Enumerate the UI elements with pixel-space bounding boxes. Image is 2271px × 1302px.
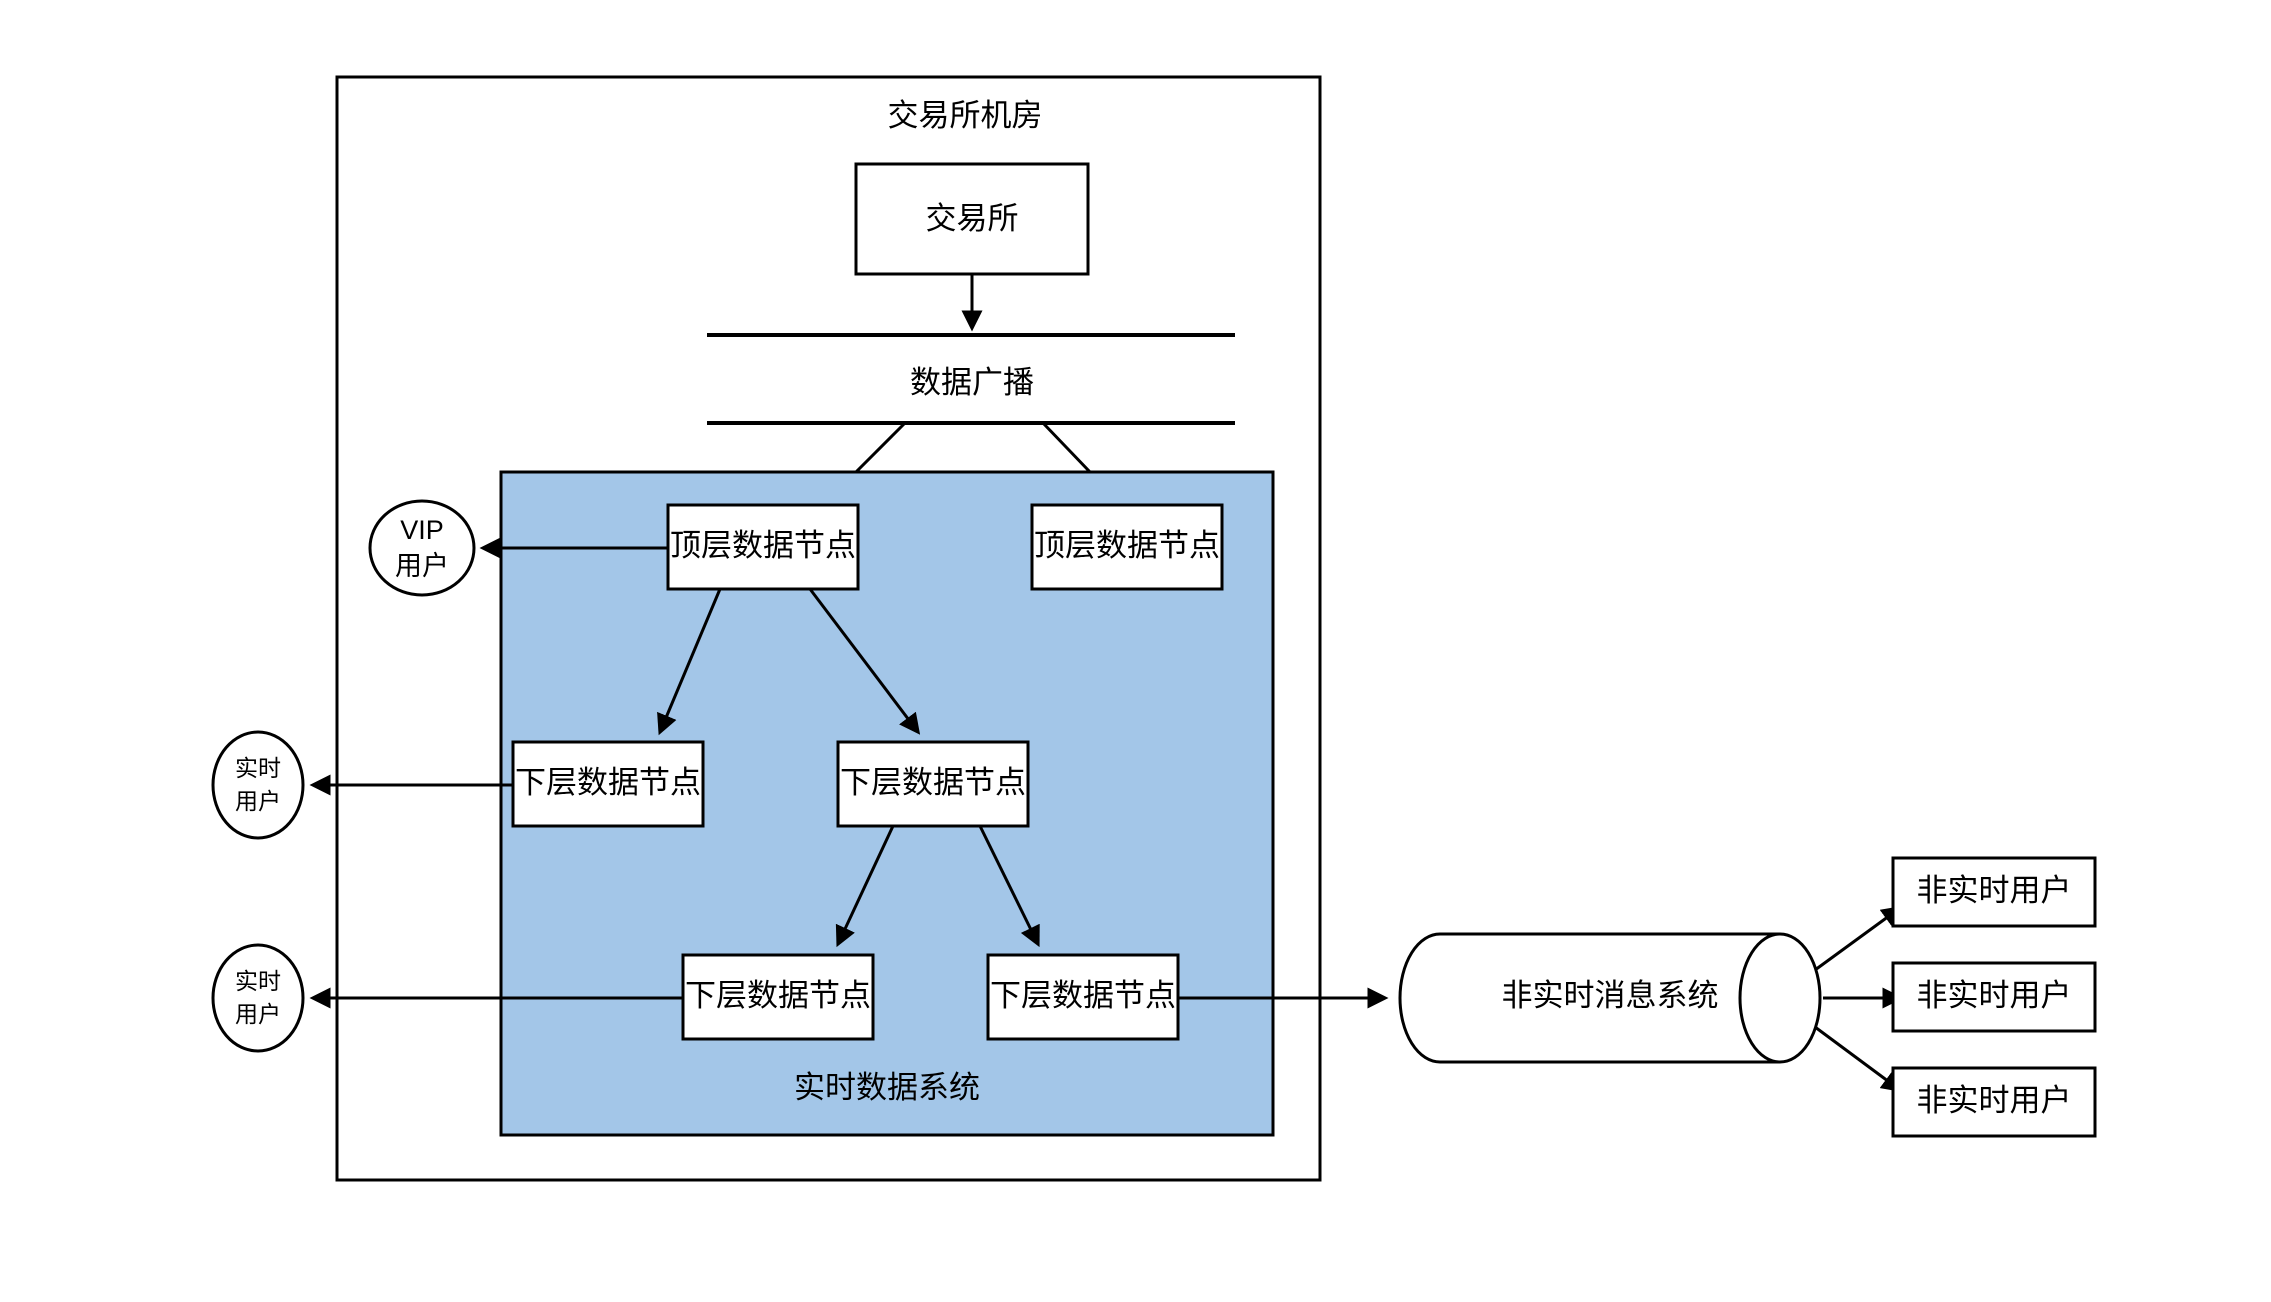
node-mid-left-label: 下层数据节点 [515, 765, 701, 800]
actor-realtime-user-2-label-line1: 实时 [235, 968, 281, 994]
actor-vip-user-label-line1: VIP [400, 515, 444, 545]
group-datacenter-label: 交易所机房 [888, 98, 1043, 133]
actor-nonrealtime-user-1[interactable] [1891, 856, 2097, 928]
node-mid-right-label: 下层数据节点 [840, 765, 1026, 800]
node-top-right-label: 顶层数据节点 [1034, 528, 1220, 563]
actor-vip-user[interactable] [368, 499, 476, 597]
edge-top-left-to-mid-right [808, 588, 921, 735]
group-datacenter [335, 75, 1322, 1182]
node-mid-right[interactable] [836, 740, 1030, 828]
node-low-left-label: 下层数据节点 [685, 978, 871, 1013]
node-top-left-label: 顶层数据节点 [670, 528, 856, 563]
actor-realtime-user-1-label-line1: 实时 [235, 755, 281, 781]
group-realtime-system-label: 实时数据系统 [794, 1070, 980, 1105]
edge-mid-right-to-low-right [978, 825, 1040, 948]
actor-nonrealtime-user-3-label: 非实时用户 [1917, 1083, 2072, 1118]
edge-message-system-to-nonrealtime-user-3 [1814, 1025, 1903, 1093]
node-message-system-cap [1738, 932, 1781, 1064]
actor-vip-user-label-line2: 用户 [395, 551, 449, 581]
node-exchange-label: 交易所 [926, 201, 1019, 236]
node-message-system-label: 非实时消息系统 [1502, 978, 1719, 1013]
actor-nonrealtime-user-1-label: 非实时用户 [1917, 873, 2072, 908]
actor-realtime-user-2[interactable] [211, 943, 305, 1053]
actor-nonrealtime-user-3[interactable] [1891, 1066, 2097, 1138]
edge-mid-right-to-low-left [835, 825, 895, 948]
node-broadcast-label: 数据广播 [910, 365, 1034, 400]
node-low-right[interactable] [986, 953, 1180, 1041]
edge-top-left-to-mid-left [657, 588, 722, 736]
actor-realtime-user-1-label-line2: 用户 [235, 788, 281, 814]
actor-realtime-user-1[interactable] [211, 730, 305, 840]
actor-nonrealtime-user-2[interactable] [1891, 961, 2097, 1033]
edge-message-system-to-nonrealtime-user-1 [1814, 905, 1903, 972]
node-low-right-label: 下层数据节点 [990, 978, 1176, 1013]
node-mid-left[interactable] [511, 740, 705, 828]
actor-nonrealtime-user-2-label: 非实时用户 [1917, 978, 2072, 1013]
node-top-right[interactable] [1030, 503, 1224, 591]
actor-realtime-user-2-label-line2: 用户 [235, 1001, 281, 1027]
